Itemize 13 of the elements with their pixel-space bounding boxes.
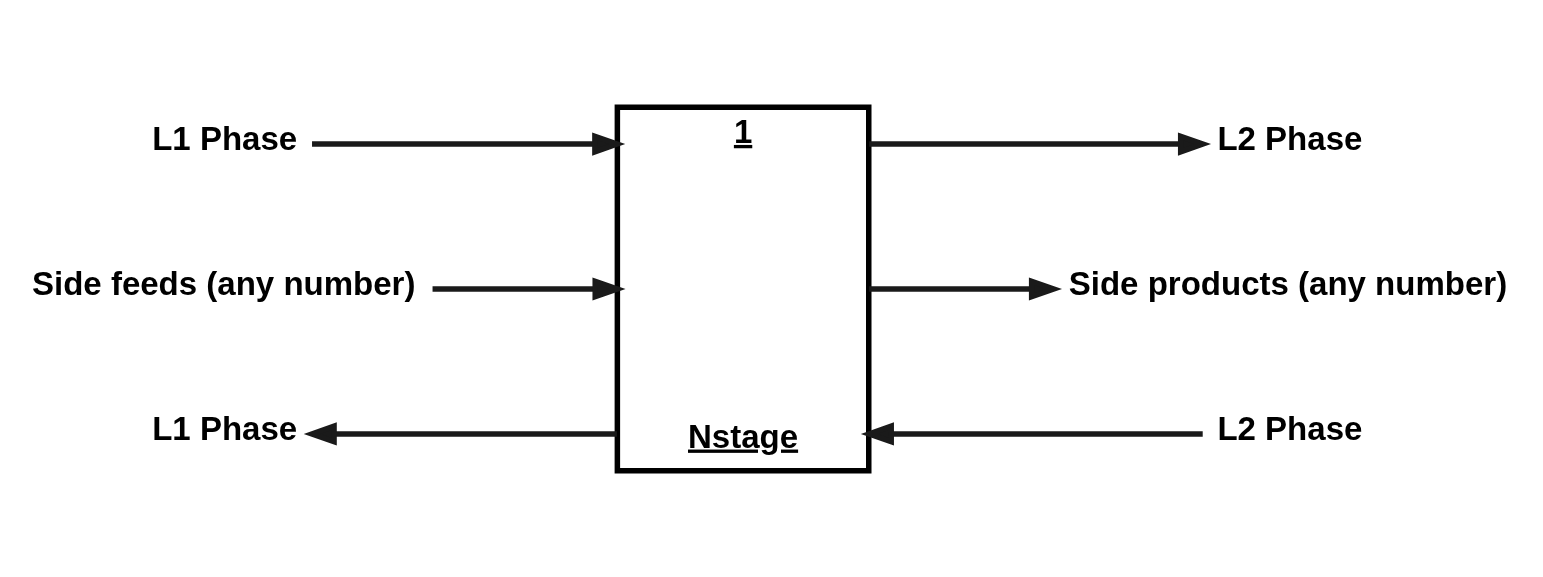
node-text: Side feeds (any number) <box>32 264 416 302</box>
node-text: L2 Phase <box>1217 119 1363 157</box>
arrow <box>432 276 626 301</box>
node-text: L2 Phase <box>1217 409 1363 447</box>
node-text: L1 Phase <box>152 409 298 447</box>
arrow <box>312 131 626 156</box>
arrow <box>860 421 1203 446</box>
arrow <box>303 421 617 446</box>
node-text: L1 Phase <box>152 119 298 157</box>
arrow <box>869 131 1212 156</box>
node-box: 1 Nstage <box>614 104 872 473</box>
node-text: Side products (any number) <box>1068 264 1508 302</box>
arrow <box>869 276 1062 301</box>
